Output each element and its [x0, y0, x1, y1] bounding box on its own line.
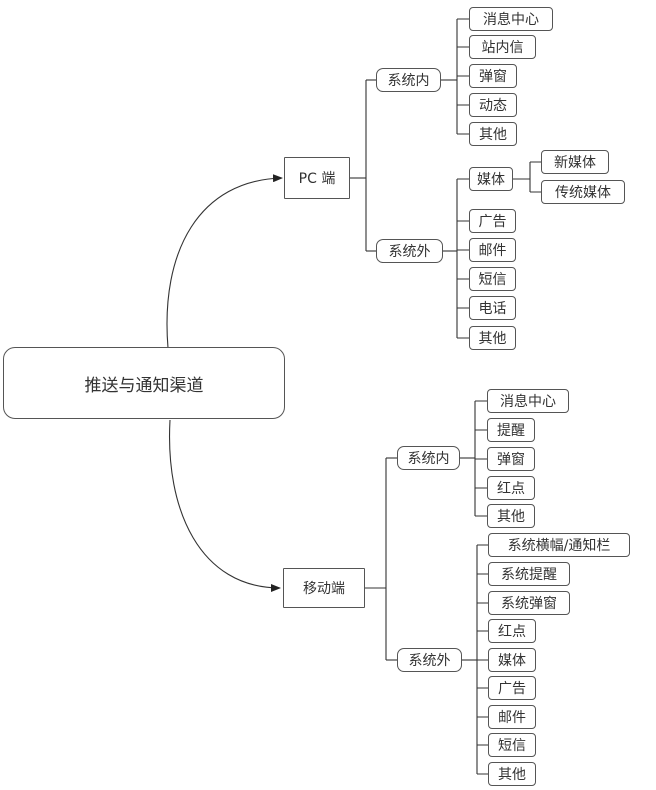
pc-outer-item: 广告 — [469, 209, 516, 233]
pc-outer-node: 系统外 — [376, 239, 443, 263]
mobile-outer-item-label: 系统弹窗 — [501, 596, 557, 612]
mobile-outer-item: 其他 — [488, 762, 536, 786]
pc-inner-item-label: 站内信 — [481, 40, 524, 56]
mobile-outer-item-label: 短信 — [498, 738, 526, 754]
pc-outer-item: 电话 — [469, 296, 516, 320]
pc-inner-item: 其他 — [469, 122, 517, 146]
mobile-inner-item: 提醒 — [487, 418, 535, 442]
mobile-outer-item-label: 系统横幅/通知栏 — [507, 538, 611, 554]
pc-outer-item: 短信 — [469, 267, 516, 291]
mobile-inner-item: 其他 — [487, 504, 535, 528]
mobile-outer-item: 红点 — [488, 619, 536, 643]
mobile-outer-item: 系统提醒 — [488, 562, 570, 586]
pc-media-item: 新媒体 — [541, 150, 609, 174]
mobile-inner-item-label: 红点 — [497, 481, 525, 497]
pc-outer-item-label: 电话 — [478, 301, 507, 317]
mobile-inner-item: 消息中心 — [487, 389, 569, 413]
mobile-outer-item-label: 媒体 — [498, 653, 526, 669]
mobile-outer-item: 邮件 — [488, 705, 536, 729]
pc-media-item-label: 传统媒体 — [555, 185, 611, 201]
pc-inner-item: 站内信 — [469, 35, 536, 59]
pc-inner-item-label: 弹窗 — [479, 69, 507, 85]
pc-outer-item: 邮件 — [469, 238, 516, 262]
pc-outer-item: 其他 — [469, 326, 516, 350]
mobile-outer-item-label: 其他 — [498, 767, 526, 783]
root-label: 推送与通知渠道 — [84, 375, 204, 396]
mobile-inner-item-label: 其他 — [497, 509, 525, 525]
pc-inner-node: 系统内 — [376, 68, 441, 92]
pc-media-label: 媒体 — [477, 172, 505, 188]
pc-label: PC 端 — [298, 171, 336, 187]
pc-media-item-label: 新媒体 — [554, 155, 596, 171]
pc-outer-item-label: 短信 — [478, 272, 507, 288]
pc-inner-item-label: 其他 — [479, 127, 507, 143]
mobile-outer-item: 短信 — [488, 733, 536, 757]
pc-inner-item: 动态 — [469, 93, 517, 117]
pc-media-item: 传统媒体 — [541, 180, 625, 204]
pc-outer-item-label: 广告 — [478, 214, 507, 230]
mobile-outer-item-label: 系统提醒 — [501, 567, 557, 583]
mobile-outer-item-label: 红点 — [498, 624, 526, 640]
pc-outer-item-label: 其他 — [478, 331, 507, 347]
pc-connectors — [350, 18, 541, 339]
mobile-inner-item: 红点 — [487, 476, 535, 500]
mobile-outer-item-label: 广告 — [498, 681, 526, 697]
pc-outer-label: 系统外 — [388, 244, 431, 260]
mobile-outer-item: 媒体 — [488, 648, 536, 672]
pc-node: PC 端 — [284, 157, 350, 199]
mobile-outer-item-label: 邮件 — [498, 710, 526, 726]
mobile-connectors — [365, 400, 488, 775]
pc-inner-item-label: 动态 — [479, 98, 507, 114]
mobile-inner-node: 系统内 — [397, 446, 460, 470]
mobile-outer-item: 广告 — [488, 676, 536, 700]
pc-inner-item: 弹窗 — [469, 64, 517, 88]
mobile-inner-item: 弹窗 — [487, 447, 535, 471]
mobile-inner-label: 系统内 — [407, 451, 450, 467]
mobile-inner-item-label: 提醒 — [497, 423, 525, 439]
mobile-outer-label: 系统外 — [408, 653, 451, 669]
mobile-outer-item: 系统横幅/通知栏 — [488, 533, 630, 557]
pc-inner-item-label: 消息中心 — [483, 12, 539, 28]
root-node: 推送与通知渠道 — [3, 347, 285, 419]
mobile-inner-item-label: 消息中心 — [500, 394, 556, 410]
pc-media-node: 媒体 — [469, 167, 513, 191]
mobile-label: 移动端 — [303, 581, 345, 597]
pc-outer-item-label: 邮件 — [478, 243, 507, 259]
mobile-node: 移动端 — [283, 568, 365, 608]
mobile-inner-item-label: 弹窗 — [497, 452, 525, 468]
mobile-outer-item: 系统弹窗 — [488, 591, 570, 615]
mobile-outer-node: 系统外 — [397, 648, 462, 672]
pc-inner-label: 系统内 — [387, 73, 430, 89]
pc-inner-item: 消息中心 — [469, 7, 553, 31]
root-to-pc-arrow — [166, 174, 283, 349]
root-to-mobile-arrow — [168, 419, 281, 592]
